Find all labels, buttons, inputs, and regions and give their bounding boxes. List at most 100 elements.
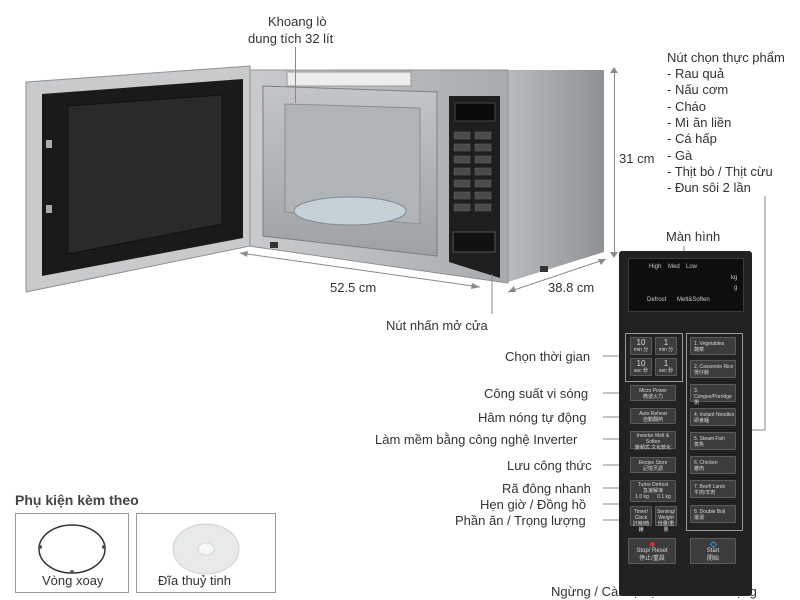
oven-mini-buttons (453, 131, 492, 212)
button-bottom-label: 開始 (706, 556, 719, 562)
button-top-label: 7. Beef/ Lamb (694, 484, 726, 490)
cavity-callout-line (295, 47, 296, 103)
button-bottom-label: 份量/重量 (657, 521, 675, 533)
arrow-down-icon (610, 252, 618, 258)
button-bottom-label: min 分 (658, 347, 674, 353)
button-top-label: 10 (636, 338, 646, 347)
button-top-label: Recipe Store (638, 460, 668, 466)
button-top-label: Micro Power (639, 388, 667, 394)
button-bottom-label: 自動翻熱 (642, 417, 663, 423)
button-top-label: Stop/ Reset (636, 548, 668, 554)
food-item-5: - Gà (667, 148, 693, 163)
turbo-defrost-button[interactable]: Turbo Defrost 急速解凍 1.0 kg 0.1 kg (630, 480, 676, 502)
food-button-steam-fish[interactable]: 5. Steam Fish 蒸魚 (690, 432, 736, 450)
food-item-7: - Đun sôi 2 lần (667, 180, 751, 195)
display-kg: kg (731, 275, 738, 281)
time-1sec-button[interactable]: 1 sec 秒 (655, 358, 677, 376)
button-top-label: Start (706, 548, 720, 554)
defrost-weight-01kg: 0.1 kg (657, 494, 671, 500)
door-window (67, 94, 223, 255)
button-top-label: 5. Steam Fish (694, 436, 725, 442)
label-inverter-melt: Làm mềm bằng công nghệ Inverter (375, 432, 578, 447)
button-bottom-label: 煲仔飯 (694, 370, 710, 376)
button-top-label: Serving/ Weight (656, 509, 676, 521)
food-button-casserole-rice[interactable]: 2. Casserole Rice 煲仔飯 (690, 360, 736, 378)
button-bottom-label: sec 秒 (633, 368, 649, 374)
button-top-label: Auto Reheat (639, 411, 667, 417)
display-high: High (649, 264, 662, 270)
button-top-label: 10 (636, 359, 646, 368)
display-melt-soften: Melt&Soften (677, 297, 710, 303)
button-bottom-label: 粥 (694, 400, 700, 406)
label-serving-weight: Phần ăn / Trọng lượng (455, 513, 586, 528)
label-recipe-store: Lưu công thức (507, 458, 592, 473)
food-button-instant-noodles[interactable]: 4. Instant Noodles 即食麵 (690, 408, 736, 426)
start-button[interactable]: Start 開始 (690, 538, 736, 564)
accessory-ring-label: Vòng xoay (42, 573, 104, 588)
label-time-select: Chọn thời gian (505, 349, 591, 364)
button-bottom-label: 記憶烹調 (642, 466, 663, 472)
turntable-plate (293, 196, 407, 226)
button-bottom-label: sec 秒 (658, 368, 674, 374)
food-item-3: - Mì ăn liền (667, 115, 732, 130)
accessory-plate-box (136, 513, 276, 593)
height-dimension-label: 31 cm (619, 151, 655, 166)
stop-icon (649, 542, 655, 547)
button-bottom-label: min 分 (633, 347, 649, 353)
display-low: Low (686, 264, 698, 270)
defrost-weights: 1.0 kg 0.1 kg (631, 494, 675, 500)
height-dimension-line (614, 70, 615, 256)
roller-ring-icon (38, 524, 106, 574)
recipe-store-button[interactable]: Recipe Store 記憶烹調 (630, 457, 676, 473)
time-buttons-group (625, 333, 683, 382)
button-bottom-label: 急速解凍 (642, 488, 663, 494)
button-bottom-label: 即食麵 (694, 418, 710, 424)
food-item-0: - Rau quả (667, 66, 725, 81)
panel-display (628, 258, 744, 312)
button-bottom-label: 微波火力 (642, 394, 663, 400)
display-defrost: Defrost (647, 297, 667, 303)
food-button-vegetables[interactable]: 1. Vegetables 蔬菜 (690, 337, 736, 355)
label-turbo-defrost: Rã đông nhanh (502, 481, 591, 496)
inverter-melt-soften-button[interactable]: Inverter Melt & Soften 變頻式 文化軟化 (630, 431, 676, 451)
button-top-label: Timer/ Clock (634, 509, 648, 521)
button-bottom-label: 牛肉/羊肉 (694, 490, 716, 496)
button-top-label: 2. Casserole Rice (694, 364, 734, 370)
stop-reset-button[interactable]: Stop/ Reset 停止/重設 (628, 538, 676, 564)
depth-dimension-label: 38.8 cm (548, 280, 595, 295)
time-10sec-button[interactable]: 10 sec 秒 (630, 358, 652, 376)
micro-power-button[interactable]: Micro Power 微波火力 (630, 385, 676, 401)
food-buttons-group (686, 333, 743, 531)
button-top-label: 1 (663, 338, 669, 347)
timer-clock-button[interactable]: Timer/ Clock 計時/時鐘 (630, 506, 652, 533)
button-bottom-label: 蒸魚 (694, 442, 705, 448)
button-bottom-label: 變頻式 文化軟化 (634, 445, 672, 451)
display-g: g (734, 285, 738, 291)
arrow-up-icon (610, 67, 618, 73)
serving-weight-button[interactable]: Serving/ Weight 份量/重量 (655, 506, 677, 533)
button-bottom-label: 雞肉 (694, 466, 705, 472)
button-top-label: 6. Chicken (694, 460, 718, 466)
label-micro-power: Công suất vi sóng (484, 386, 589, 401)
microwave-side-panel (508, 70, 604, 282)
cavity-label-line2: dung tích 32 lít (248, 31, 334, 46)
width-dimension-label: 52.5 cm (330, 280, 377, 295)
label-timer-clock: Hẹn giờ / Đồng hồ (480, 497, 587, 512)
food-button-chicken[interactable]: 6. Chicken 雞肉 (690, 456, 736, 474)
button-bottom-label: 蔬菜 (694, 347, 705, 353)
button-top-label: Inverter Melt & Soften (636, 433, 670, 445)
button-top-label: 1 (663, 359, 669, 368)
button-top-label: 8. Double Boil (694, 509, 726, 515)
food-button-beef-lamb[interactable]: 7. Beef/ Lamb 牛肉/羊肉 (690, 480, 736, 498)
glass-plate-icon (172, 523, 240, 575)
time-10min-button[interactable]: 10 min 分 (630, 337, 652, 355)
oven-door-button (452, 231, 496, 253)
accessories-title: Phụ kiện kèm theo (15, 492, 139, 508)
button-bottom-label: 燉湯 (694, 515, 705, 521)
time-1min-button[interactable]: 1 min 分 (655, 337, 677, 355)
food-button-double-boil[interactable]: 8. Double Boil 燉湯 (690, 505, 736, 523)
food-button-congee[interactable]: 3. Congee/Porridge 粥 (690, 384, 736, 406)
auto-reheat-button[interactable]: Auto Reheat 自動翻熱 (630, 408, 676, 424)
button-top-label: 1. Vegetables (694, 341, 725, 347)
